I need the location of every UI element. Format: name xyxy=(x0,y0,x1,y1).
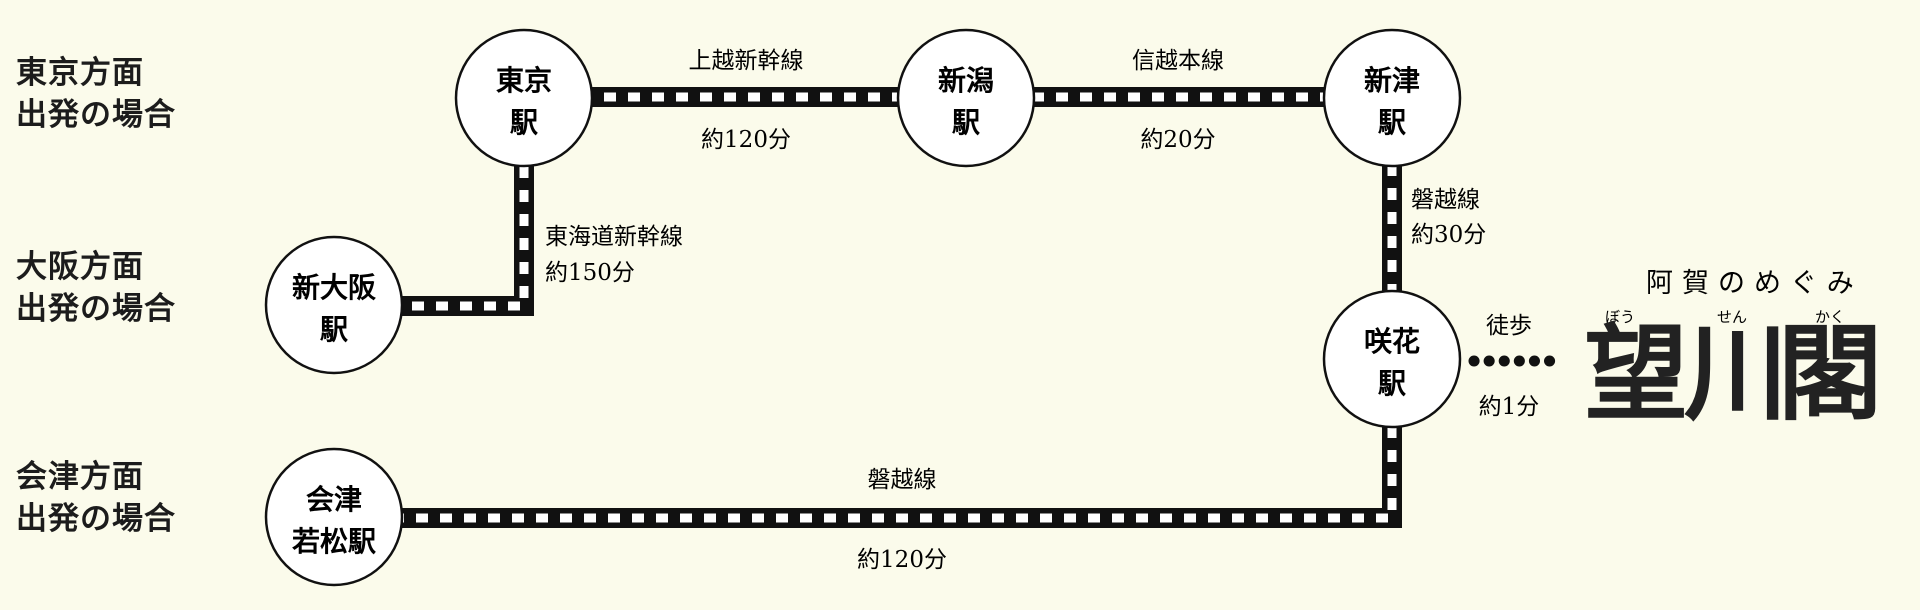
route-banetsu-2-name: 磐越線 xyxy=(868,467,937,493)
station-aizu-line2: 若松駅 xyxy=(292,525,376,558)
station-sakihana-line1: 咲花 xyxy=(1364,325,1420,358)
station-aizu-line1: 会津 xyxy=(306,483,362,516)
route-shinetsu-name: 信越本線 xyxy=(1132,48,1224,74)
route-shinetsu-time: 約20分 xyxy=(1140,127,1215,153)
station-niigata: 新潟 駅 xyxy=(896,28,1036,168)
brand-char-3: 閣 xyxy=(1778,312,1882,435)
route-tokaido-time: 約150分 xyxy=(545,260,635,286)
origin-tokyo-line2: 出発の場合 xyxy=(16,97,176,133)
station-niigata-line1: 新潟 xyxy=(938,64,994,97)
origin-osaka-line1: 大阪方面 xyxy=(16,249,144,285)
brand-char-2: 川 xyxy=(1684,312,1788,435)
station-tokyo: 東京 駅 xyxy=(454,28,594,168)
route-banetsu-1-time: 約30分 xyxy=(1411,222,1486,248)
station-niitsu-line1: 新津 xyxy=(1364,64,1420,97)
origin-tokyo-line1: 東京方面 xyxy=(16,55,144,91)
origin-aizu: 会津方面 出発の場合 xyxy=(16,456,176,540)
route-joetsu-time: 約120分 xyxy=(701,127,791,153)
track-banetsu-aizu xyxy=(400,426,1402,528)
origin-aizu-line2: 出発の場合 xyxy=(16,501,176,537)
station-niitsu: 新津 駅 xyxy=(1322,28,1462,168)
brand-logo: 阿賀のめぐみ ぼう せん かく 望 川 閣 xyxy=(1584,268,1882,435)
station-tokyo-line2: 駅 xyxy=(510,106,538,139)
route-walk-time: 約1分 xyxy=(1479,394,1540,420)
station-shin-osaka-line1: 新大阪 xyxy=(292,271,376,304)
route-joetsu-name: 上越新幹線 xyxy=(689,48,804,74)
route-walk-name: 徒歩 xyxy=(1486,313,1532,339)
brand-ruby-2: せん xyxy=(1717,308,1747,326)
station-sakihana: 咲花 駅 xyxy=(1322,289,1462,429)
station-sakihana-line2: 駅 xyxy=(1378,367,1406,400)
brand-ruby-3: かく xyxy=(1815,308,1845,326)
route-banetsu-2-time: 約120分 xyxy=(857,547,947,573)
station-tokyo-line1: 東京 xyxy=(496,64,552,97)
origin-osaka: 大阪方面 出発の場合 xyxy=(16,246,176,330)
track-tokaido xyxy=(398,166,534,316)
brand-char-1: 望 xyxy=(1584,312,1688,435)
origin-osaka-line2: 出発の場合 xyxy=(16,291,176,327)
station-shin-osaka: 新大阪 駅 xyxy=(264,235,404,375)
station-shin-osaka-line2: 駅 xyxy=(320,313,348,346)
brand-ruby-1: ぼう xyxy=(1605,308,1635,326)
origin-tokyo: 東京方面 出発の場合 xyxy=(16,52,176,136)
route-tokaido-name: 東海道新幹線 xyxy=(545,224,683,250)
station-niitsu-line2: 駅 xyxy=(1378,106,1406,139)
route-banetsu-1-name: 磐越線 xyxy=(1411,187,1480,213)
origin-aizu-line1: 会津方面 xyxy=(16,459,144,495)
station-aizu-wakamatsu: 会津 若松駅 xyxy=(264,447,404,587)
brand-tagline: 阿賀のめぐみ xyxy=(1646,268,1863,299)
station-niigata-line2: 駅 xyxy=(952,106,980,139)
